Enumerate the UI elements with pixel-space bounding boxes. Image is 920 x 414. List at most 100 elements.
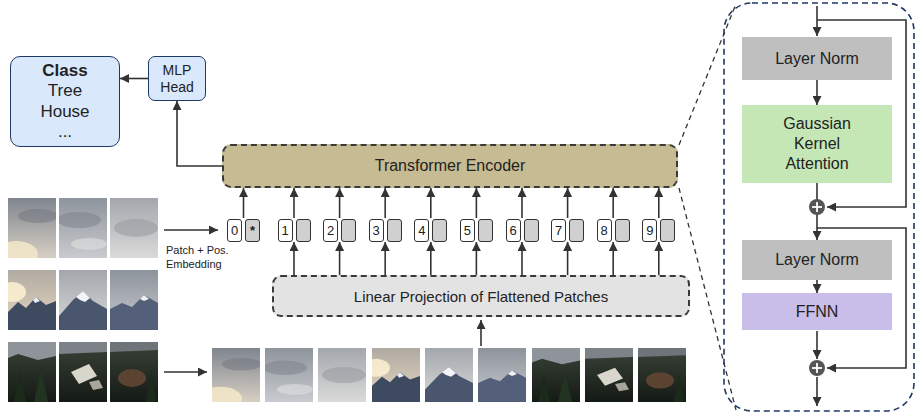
add-symbol (809, 360, 825, 376)
connector-arrow (567, 242, 569, 275)
patch-token: 6 (505, 218, 539, 242)
connector-arrow (521, 242, 523, 275)
token-index: 3 (369, 219, 384, 242)
node-text: Transformer Encoder (375, 157, 526, 175)
photo-patch (59, 342, 107, 402)
connector-arrow (476, 242, 478, 275)
connector-arrow (430, 188, 432, 218)
encoder-box: Transformer Encoder (222, 144, 678, 188)
patch-embedding (660, 219, 675, 242)
photo-patch (638, 348, 686, 402)
layer-norm-box: Layer Norm (742, 37, 892, 80)
connector-arrow (293, 242, 295, 275)
flow-arrow (816, 377, 818, 406)
patch-token: 2 (323, 218, 357, 242)
zoom-line (679, 4, 736, 145)
node-text: Class (42, 61, 87, 81)
output-class-box: ClassTree House ... (10, 56, 120, 148)
connector-arrow (567, 188, 569, 218)
node-text: Layer Norm (775, 50, 859, 68)
connector-arrow (816, 183, 818, 240)
node-text: Gaussian Kernel Attention (783, 114, 851, 174)
node-text: FFNN (796, 303, 839, 321)
patch-token: 9 (642, 218, 676, 242)
encoder-detail-panel (724, 3, 914, 411)
node-text: Linear Projection of Flattened Patches (354, 288, 608, 305)
connector-arrow (476, 188, 478, 218)
mlp-head-box: MLP Head (148, 56, 206, 101)
token-index: 5 (460, 219, 475, 242)
token-index: 4 (414, 219, 429, 242)
embedding-label: Patch + Pos. Embedding (166, 244, 246, 272)
patch-embedding (387, 219, 402, 242)
photo-patch (318, 348, 366, 402)
patch-strip (198, 348, 686, 410)
flow-arrow (816, 6, 818, 36)
class-token: 0* (227, 218, 261, 242)
node-text: Layer Norm (775, 251, 859, 269)
patch-embedding (478, 219, 493, 242)
connector-arrow (384, 242, 386, 275)
connector-arrow (384, 188, 386, 218)
node-text: MLP Head (160, 62, 193, 96)
flow-arrow (816, 331, 818, 359)
patch-token: 4 (414, 218, 448, 242)
photo-patch (110, 342, 158, 402)
add-symbol (809, 199, 825, 215)
photo-patch (585, 348, 633, 402)
token-index: 6 (506, 219, 521, 242)
connector-arrow (177, 101, 222, 166)
patch-token: 5 (459, 218, 493, 242)
connector-arrow (120, 78, 148, 80)
photo-patch (532, 348, 580, 402)
connector-arrow (658, 188, 660, 218)
flow-arrow (480, 320, 482, 346)
layer-norm-box: Layer Norm (742, 240, 892, 280)
photo-patch (110, 270, 158, 330)
token-index: 9 (642, 219, 657, 242)
photo-patch (57, 198, 107, 258)
patch-token: 3 (368, 218, 402, 242)
patch-embedding (296, 219, 311, 242)
photo-patch (0, 270, 56, 330)
photo-patch (263, 348, 313, 402)
photo-patch (8, 342, 56, 402)
flow-arrow (164, 371, 207, 373)
connector-arrow (816, 80, 818, 105)
connector-arrow (816, 280, 818, 293)
token-index: * (245, 219, 260, 242)
connector-arrow (243, 188, 245, 218)
photo-patch (198, 348, 262, 410)
flow-arrow (164, 229, 218, 231)
photo-patch (110, 198, 158, 258)
connector-arrow (430, 242, 432, 275)
patch-token: 7 (551, 218, 585, 242)
patch-embedding (432, 219, 447, 242)
photo-patch (478, 348, 526, 402)
node-text: Tree House ... (40, 81, 89, 142)
photo-patch (59, 270, 107, 330)
connector-arrow (339, 242, 341, 275)
photo-patch (362, 348, 420, 402)
attention-box: Gaussian Kernel Attention (742, 105, 892, 183)
patch-embedding (341, 219, 356, 242)
projection-box: Linear Projection of Flattened Patches (272, 275, 690, 317)
token-index: 0 (227, 219, 242, 242)
connector-arrow (612, 242, 614, 275)
connector-arrow (339, 188, 341, 218)
connector-arrow (521, 188, 523, 218)
token-index: 7 (551, 219, 566, 242)
connector-arrow (293, 188, 295, 218)
image-grid (0, 198, 158, 402)
ffnn-box: FFNN (742, 293, 892, 330)
token-index: 8 (597, 219, 612, 242)
token-index: 2 (323, 219, 338, 242)
connector-arrow (612, 188, 614, 218)
token-index: 1 (278, 219, 293, 242)
connector-arrow (658, 242, 660, 275)
patch-token: 1 (277, 218, 311, 242)
photo-patch (425, 348, 473, 402)
photo-patch (0, 198, 58, 267)
patch-embedding (524, 219, 539, 242)
patch-embedding (569, 219, 584, 242)
